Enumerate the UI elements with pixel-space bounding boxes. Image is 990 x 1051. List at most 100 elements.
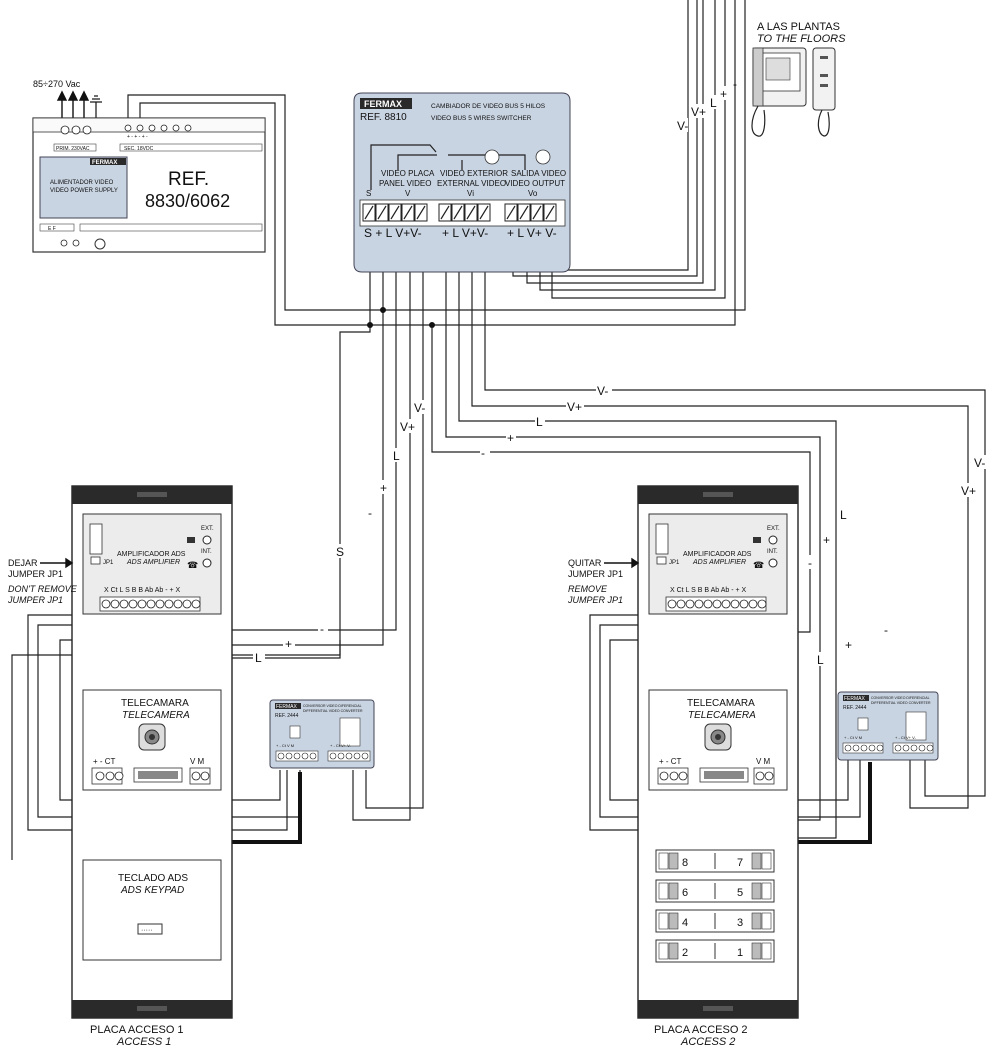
panel2-cam-terms-left: + - CT (659, 757, 682, 766)
power-terminals-out (124, 124, 192, 132)
riser-label-l: L (710, 96, 717, 110)
panel2-jumper-es2: JUMPER JP1 (568, 569, 623, 579)
junction-dot (429, 322, 435, 328)
panel2-jumper-en2: JUMPER JP1 (567, 595, 623, 605)
right-label-vp: V+ (961, 484, 976, 498)
button-label-left: 4 (682, 917, 688, 929)
mid-label-plus: + (507, 431, 514, 445)
p2-label-plus: + (845, 638, 852, 652)
panel1-conv-brand: FERMAX (276, 704, 298, 710)
panel2-jp1: JP1 (669, 560, 680, 566)
riser-label-plus: + (720, 87, 727, 101)
mid-label-vp: V+ (567, 400, 582, 414)
panel2-volume-ext-icon (768, 535, 778, 545)
button-label-right: 3 (737, 917, 743, 929)
switcher-terms-1: S + L V+V- (364, 226, 422, 240)
switcher-title-es: CAMBIADOR DE VIDEO BUS 5 HILOS (431, 103, 546, 110)
wire-labels: V- V+ L + - V- V+ L + - V- V+ L + - S V-… (253, 77, 990, 667)
telephone-icon (812, 47, 836, 111)
button-row: 8 7 (655, 849, 775, 873)
riser-vminus (551, 0, 726, 299)
panel1-conv-terms-l: + - Ct V M (276, 743, 294, 748)
switcher-out-en: VIDEO OUTPUT (505, 179, 565, 188)
right-label-l: L (840, 508, 847, 522)
riser-label-minus: - (733, 77, 737, 91)
switcher-led-icon (535, 149, 551, 165)
floors-label-en: TO THE FLOORS (757, 33, 846, 45)
wire-ext-vminus (484, 240, 986, 797)
switcher-out-code: Vo (528, 189, 538, 198)
riser-label-vm: V- (677, 119, 688, 133)
switcher-out-es: SALIDA VIDEO (511, 169, 566, 178)
right-label-minus: - (808, 556, 812, 570)
panel1-ext: EXT. (201, 526, 214, 532)
switcher-panel-en: PANEL VIDEO (379, 179, 431, 188)
panel1-cam-en: TELECAMERA (122, 710, 190, 721)
switcher-panel-code: V (405, 189, 411, 198)
panel2-amp-es: AMPLIFICADOR ADS (683, 551, 752, 558)
panel1-jumper-en: DON'T REMOVE (8, 584, 78, 594)
switcher-panel-es: VIDEO PLACA (381, 169, 435, 178)
call-button-icon[interactable] (658, 912, 669, 930)
panel2-ext: EXT. (767, 526, 780, 532)
call-button-icon[interactable] (761, 942, 772, 960)
button-label-left: 8 (682, 857, 688, 869)
p1-label-l: L (255, 651, 262, 665)
call-button-icon[interactable] (658, 852, 669, 870)
panel1-jumper-es: DEJAR (8, 558, 38, 568)
switcher-screw-slots (364, 205, 555, 220)
panel1-volume-ext-icon (202, 535, 212, 545)
video-switcher: FERMAX REF. 8810 CAMBIADOR DE VIDEO BUS … (353, 92, 571, 273)
left-label-l: L (393, 449, 400, 463)
power-ref-label: REF. (168, 169, 209, 190)
panel1-conv-ref: REF. 2444 (275, 713, 299, 719)
call-button-icon[interactable] (658, 882, 669, 900)
power-terminals-in (60, 125, 92, 135)
power-supply: 85÷270 Vac + - + - + - PRIM. 230VAC SEC.… (32, 79, 266, 253)
junction-dot (367, 322, 373, 328)
access-panel-1: DEJAR JUMPER JP1 DON'T REMOVE JUMPER JP1… (7, 485, 375, 1048)
call-button-icon[interactable] (761, 852, 772, 870)
left-label-minus: - (368, 506, 372, 520)
power-prim-label: PRIM. 230VAC (56, 146, 90, 152)
left-label-vp: V+ (400, 420, 415, 434)
button-row: 6 5 (655, 879, 775, 903)
panel2-button-rows: 8 7 6 5 4 3 (655, 849, 775, 963)
svg-text:·····: ····· (141, 927, 153, 934)
switcher-ref: REF. 8810 (360, 112, 407, 123)
switcher-ext-en: EXTERNAL VIDEO (437, 179, 506, 188)
panel2-conv-brand: FERMAX (844, 696, 866, 702)
panel2-cam-es: TELECAMARA (687, 698, 755, 709)
mid-label-minus: - (481, 446, 485, 460)
panel1-volume-int-icon (202, 558, 212, 568)
ground-icon (90, 95, 102, 118)
switcher-led-icon (484, 149, 500, 165)
panel1-cam-terms-left: + - CT (93, 757, 116, 766)
panel1-name-es: PLACA ACCESO 1 (90, 1024, 184, 1036)
panel2-conv-terms-r: + - Ct V+ V- (895, 735, 917, 740)
panel2-conv-desc-en: DIFFERENTIAL VIDEO CONVERTER (871, 701, 931, 705)
power-sec-label: SEC. 18VDC (124, 146, 154, 152)
panel1-name-en: ACCESS 1 (116, 1036, 171, 1048)
panel1-conv-terms-r: + - Ct V+ V- (330, 743, 352, 748)
panel2-amp-en: ADS AMPLIFIER (692, 559, 746, 566)
panel2-cam-en: TELECAMERA (688, 710, 756, 721)
wire-ext-vplus (471, 240, 969, 809)
left-label-vm: V- (414, 401, 425, 415)
wire-power-plus (127, 0, 746, 311)
panel2-cam-terms-right: V M (756, 757, 771, 766)
panel1-keypad-en: ADS KEYPAD (120, 885, 184, 896)
switcher-terms-3: + L V+ V- (507, 226, 557, 240)
power-term-signs: + - + - + - (127, 134, 148, 140)
panel1-jumper-en2: JUMPER JP1 (7, 595, 63, 605)
mid-label-vm: V- (597, 384, 608, 398)
p2-label-minus: - (884, 623, 888, 637)
call-button-icon[interactable] (761, 882, 772, 900)
switcher-ext-code: Vi (467, 189, 474, 198)
panel2-conv-desc-es: CONVERSOR VIDEO DIFERENCIAL (871, 696, 930, 700)
riser-label-vp: V+ (691, 105, 706, 119)
call-button-icon[interactable] (658, 942, 669, 960)
call-button-icon[interactable] (761, 912, 772, 930)
p1-label-minus: - (320, 622, 324, 636)
wire-power-minus (139, 0, 736, 326)
